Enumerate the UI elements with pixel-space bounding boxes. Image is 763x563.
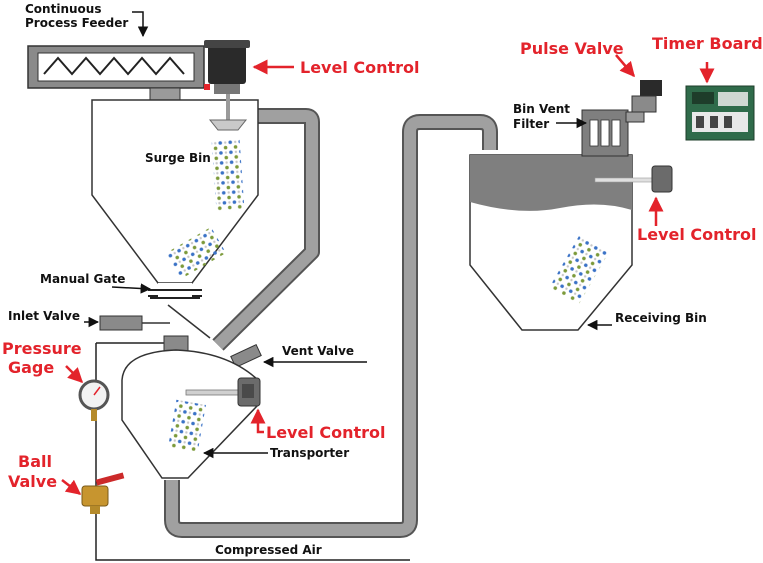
ball-valve-icon — [81, 472, 125, 514]
pulse-valve-icon — [625, 80, 662, 123]
level-control-callout-top: Level Control — [300, 58, 420, 77]
manual-gate-label: Manual Gate — [40, 272, 125, 286]
vent-valve-label: Vent Valve — [282, 344, 354, 358]
feeder-label-line2: Process Feeder — [25, 16, 128, 30]
level-control-callout-transporter: Level Control — [266, 423, 386, 442]
pulse-valve-callout: Pulse Valve — [520, 39, 624, 58]
level-control-icon — [185, 377, 261, 407]
vent-valve — [230, 343, 262, 369]
bin-vent-filter-label-line1: Bin Vent — [513, 102, 570, 116]
inlet-valve-label: Inlet Valve — [8, 309, 80, 323]
level-control-icon — [204, 40, 250, 131]
inlet-valve — [99, 315, 170, 331]
bin-vent-filter-label-line2: Filter — [513, 117, 549, 131]
pressure-gage-callout-line1: Pressure — [2, 339, 82, 358]
receiving-bin-label: Receiving Bin — [615, 311, 707, 325]
ball-valve-callout-line2: Valve — [8, 472, 57, 491]
continuous-feeder-icon — [27, 45, 205, 101]
manual-gate — [148, 283, 211, 339]
pressure-gage-icon — [78, 379, 110, 421]
bin-vent-filter — [581, 109, 629, 157]
ball-valve-callout-line1: Ball — [18, 452, 52, 471]
callout-arrows — [61, 54, 715, 495]
surge-bin-label: Surge Bin — [145, 151, 211, 165]
receiving-bin — [469, 154, 633, 331]
feeder-label-line1: Continuous — [25, 2, 101, 16]
transporter — [121, 335, 259, 479]
timer-board-icon — [685, 85, 755, 141]
pressure-gage-callout-line2: Gage — [8, 358, 54, 377]
label-arrows — [84, 11, 612, 459]
compressed-air-label: Compressed Air — [215, 543, 322, 557]
level-control-callout-receiver: Level Control — [637, 225, 757, 244]
transporter-label: Transporter — [270, 446, 349, 460]
timer-board-callout: Timer Board — [652, 34, 763, 53]
surge-bin — [91, 99, 259, 284]
level-control-icon — [594, 165, 673, 193]
